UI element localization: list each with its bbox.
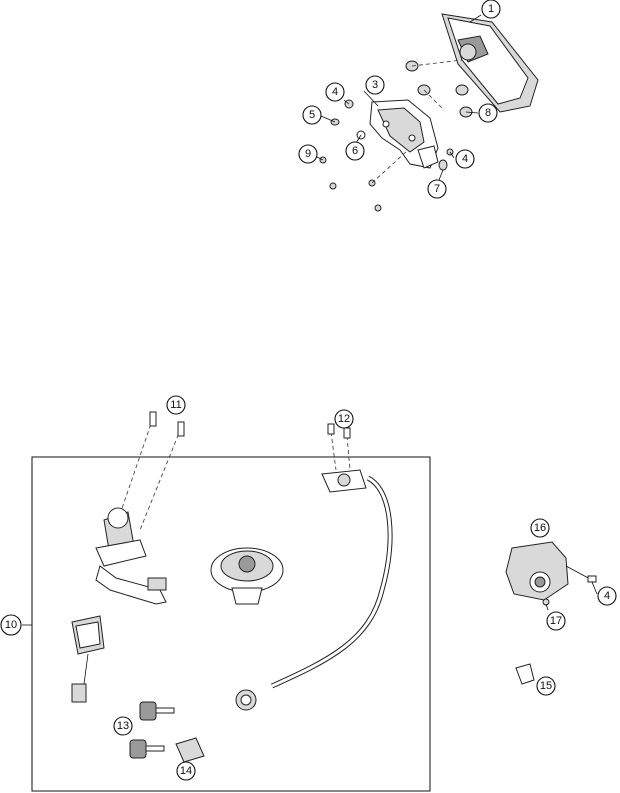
lock-set-frame xyxy=(31,456,431,792)
svg-text:11: 11 xyxy=(170,399,181,411)
svg-text:9: 9 xyxy=(305,148,311,160)
callout-8: 8 xyxy=(478,103,498,123)
callout-14: 14 xyxy=(176,761,196,781)
callout-3: 3 xyxy=(365,75,385,95)
callout-7: 7 xyxy=(427,179,447,199)
connector-cable xyxy=(71,615,105,703)
svg-text:5: 5 xyxy=(309,109,315,121)
dashboard-assembly xyxy=(319,13,539,212)
callout-1: 1 xyxy=(481,0,501,19)
callout-11: 11 xyxy=(166,395,186,415)
callout-15: 15 xyxy=(536,676,556,696)
callout-17: 17 xyxy=(546,611,566,631)
callout-5: 5 xyxy=(302,105,322,125)
fuel-tank-cap xyxy=(210,547,284,605)
svg-text:4: 4 xyxy=(604,590,610,602)
instrument-display xyxy=(441,13,539,113)
svg-text:15: 15 xyxy=(540,680,552,692)
svg-text:8: 8 xyxy=(485,107,491,119)
seat-lock-cable xyxy=(235,423,393,711)
svg-text:4: 4 xyxy=(462,153,468,165)
callout-6: 6 xyxy=(345,141,365,161)
svg-text:7: 7 xyxy=(434,183,440,195)
svg-text:10: 10 xyxy=(5,619,17,631)
dashboard-bracket xyxy=(369,99,439,169)
svg-text:14: 14 xyxy=(180,765,192,777)
svg-text:1: 1 xyxy=(488,3,494,15)
callout-13: 13 xyxy=(113,716,133,736)
callout-4: 4 xyxy=(325,82,345,102)
leader-lines xyxy=(22,14,598,626)
svg-text:6: 6 xyxy=(352,145,358,157)
callout-12: 12 xyxy=(334,409,354,429)
callout-4: 4 xyxy=(455,149,475,169)
svg-text:3: 3 xyxy=(372,79,378,91)
callout-4: 4 xyxy=(597,586,617,606)
svg-text:17: 17 xyxy=(550,615,562,627)
svg-text:13: 13 xyxy=(117,720,129,732)
lock-holder-bracket xyxy=(505,541,597,685)
key-set xyxy=(129,701,205,763)
ignition-lock xyxy=(95,411,185,605)
callout-10: 10 xyxy=(0,614,22,636)
svg-text:12: 12 xyxy=(338,413,350,425)
callout-9: 9 xyxy=(298,144,318,164)
callout-16: 16 xyxy=(530,518,550,538)
svg-text:16: 16 xyxy=(534,522,546,534)
svg-text:4: 4 xyxy=(332,86,338,98)
